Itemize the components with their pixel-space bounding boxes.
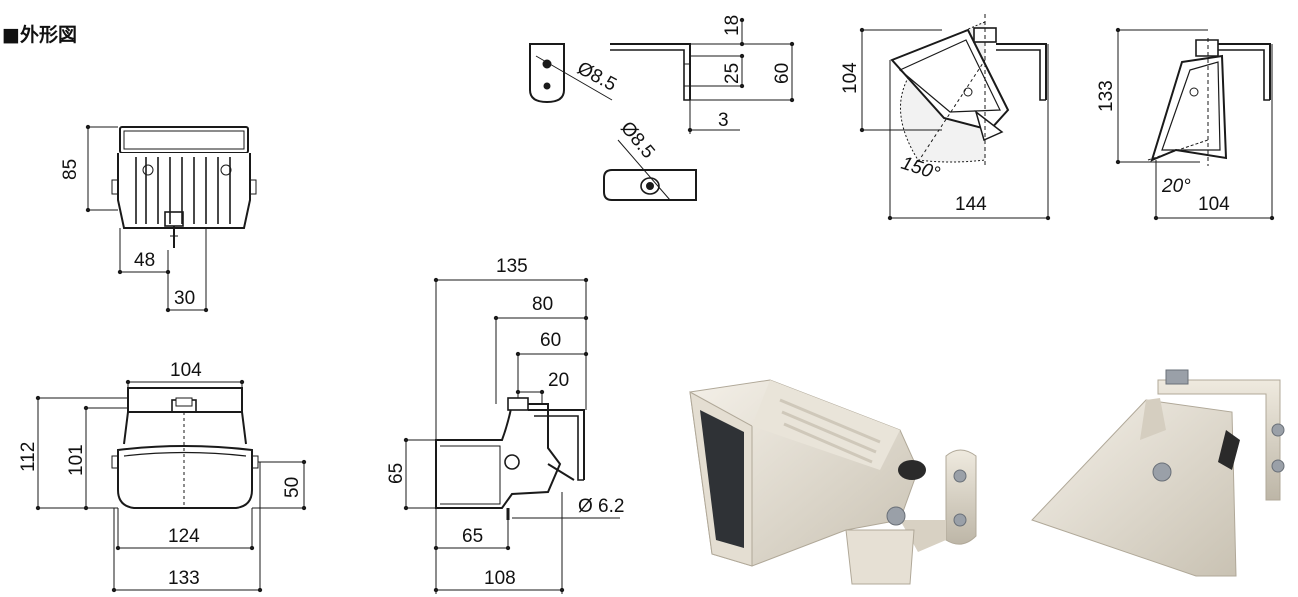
dim-top-50: 50 [282,477,303,498]
dim-side2-65h: 65 [386,463,407,484]
dim-top-133: 133 [168,568,200,589]
dim-side2-hole: Ø 6.2 [578,496,624,517]
dim-side2-135: 135 [496,256,528,277]
dim-side2-60: 60 [540,330,561,351]
dim-top-124: 124 [168,526,200,547]
product-photo-front-icon [689,379,977,585]
dim-hole-b: Ø8.5 [616,118,659,163]
dim-side2-65w: 65 [462,526,483,547]
dim-front-height: 85 [60,159,81,180]
dim-side2-80: 80 [532,294,553,315]
dim-side-angle: 20° [1161,176,1191,197]
dim-top-112: 112 [18,442,39,472]
dim-bracket-25: 25 [722,63,743,84]
dim-hole-a: Ø8.5 [574,58,620,96]
bracket-view-icon [529,17,795,201]
illuminator-tilt-view-icon [859,14,1051,221]
dim-tilt-w: 144 [955,194,987,215]
dim-side2-108: 108 [484,568,516,589]
dim-top-104: 104 [170,360,202,381]
illuminator-front-view-icon [85,124,257,313]
dim-bracket-60: 60 [772,63,793,84]
dim-front-30: 30 [174,288,195,309]
dim-bracket-18: 18 [722,15,743,36]
product-photo-side-icon [1031,369,1285,577]
page-title: ■外形図 [2,24,77,46]
dim-side-w: 104 [1198,194,1230,215]
illuminator-side-profile-icon [403,277,620,594]
dim-side2-20: 20 [548,370,569,391]
dim-top-101: 101 [66,444,87,476]
dim-bracket-3: 3 [718,110,729,131]
illuminator-side-view-icon [1115,27,1275,221]
illuminator-top-view-icon [35,379,307,593]
dim-front-48: 48 [134,250,155,271]
dim-tilt-h: 104 [840,62,861,94]
dim-side-h: 133 [1096,80,1117,112]
